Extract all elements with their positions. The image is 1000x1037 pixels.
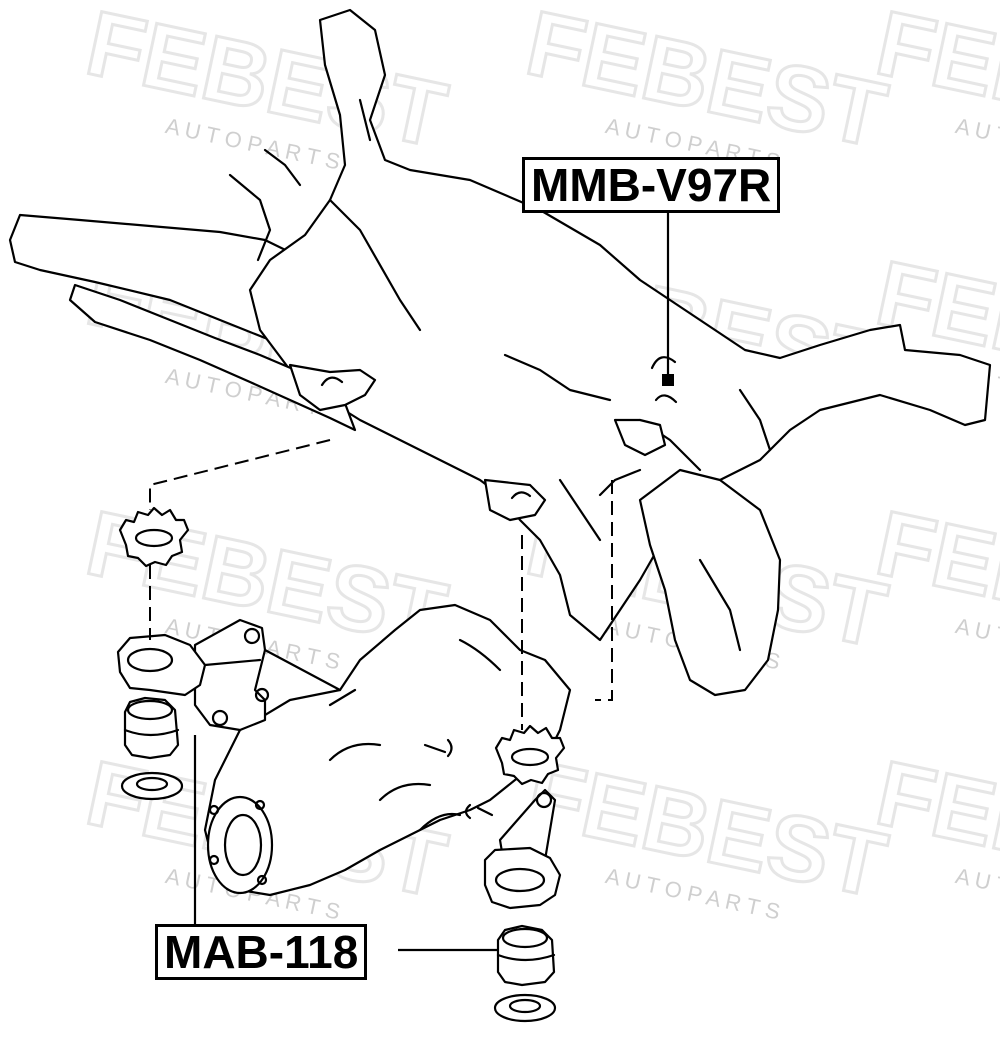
assembly-dashed-lines bbox=[149, 439, 613, 730]
watermark-subtitle: A U T O P A R T S bbox=[953, 613, 1000, 674]
left-bracket-bolt-top bbox=[243, 627, 261, 645]
frame-mount-center-hole bbox=[510, 491, 532, 500]
mmb-locator-square bbox=[662, 374, 674, 386]
leader-lines bbox=[193, 208, 670, 952]
watermark-subtitle: A U T O P A R T S bbox=[953, 113, 1000, 174]
diff-side-bolt-2 bbox=[464, 803, 494, 820]
center-upper-stopper bbox=[494, 724, 566, 786]
center-mount-bore bbox=[494, 867, 546, 893]
left-upper-stopper bbox=[118, 506, 190, 568]
flange-bolt-4 bbox=[256, 874, 268, 886]
frame-mount-left-hole bbox=[320, 376, 344, 387]
subframe-left-lower-arm bbox=[68, 283, 357, 432]
left-mount-link bbox=[203, 648, 357, 707]
left-bracket-bolt-bottom bbox=[211, 709, 229, 727]
mmb-location-arc-bottom bbox=[654, 394, 678, 404]
center-bracket-bolt bbox=[535, 791, 553, 809]
flange-bolt-1 bbox=[208, 804, 220, 816]
part-number-label-mmb-v97r: MMB-V97R bbox=[522, 157, 781, 213]
left-bracket-bolt-mid bbox=[254, 687, 270, 703]
frame-mount-left bbox=[288, 363, 377, 412]
left-mount-bore bbox=[126, 647, 174, 673]
watermark-subtitle: A U T O P A R T S bbox=[953, 863, 1000, 924]
subframe-center-body bbox=[248, 8, 992, 642]
part-number-label-mab-118: MAB-118 bbox=[155, 924, 368, 980]
flange-bolt-3 bbox=[254, 799, 266, 811]
subframe-drawing bbox=[8, 8, 992, 1023]
mmb-location-arc-top bbox=[650, 356, 677, 370]
differential-ribs bbox=[328, 638, 502, 832]
left-washer bbox=[120, 771, 184, 801]
left-lower-bushing bbox=[123, 696, 180, 760]
subframe-right-lower-arm bbox=[638, 468, 782, 697]
differential-flange-inner bbox=[223, 813, 263, 877]
diff-side-bolt-1 bbox=[423, 738, 453, 758]
differential-flange bbox=[206, 795, 274, 895]
center-lower-bushing bbox=[496, 924, 556, 987]
center-washer bbox=[493, 993, 557, 1023]
frame-mount-right bbox=[613, 418, 667, 457]
frame-mount-center bbox=[483, 478, 547, 522]
flange-bolt-2 bbox=[208, 854, 220, 866]
subframe-detail-lines bbox=[228, 98, 772, 652]
